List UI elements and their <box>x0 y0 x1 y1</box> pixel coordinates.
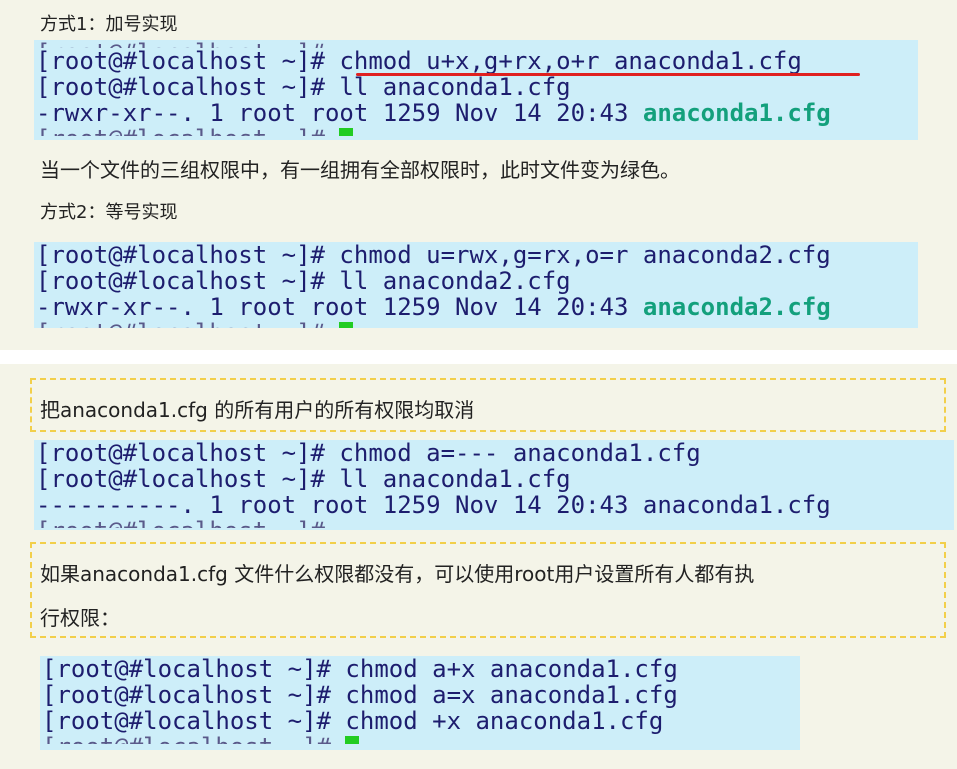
cursor-icon <box>339 128 354 136</box>
note-revoke-text: 把anaconda1.cfg 的所有用户的所有权限均取消 <box>40 398 475 422</box>
terminal-line: [root@#localhost ~]# chmod u=rwx,g=rx,o=… <box>36 242 831 269</box>
terminal-line: -rwxr-xr--. 1 root root 1259 Nov 14 20:4… <box>36 99 831 127</box>
terminal-line: ----------. 1 root root 1259 Nov 14 20:4… <box>36 491 831 519</box>
terminal-line: [root@#localhost ~]# ll anaconda1.cfg <box>36 73 571 101</box>
cursor-icon <box>345 736 360 744</box>
heading-method-1: 方式1：加号实现 <box>40 14 178 35</box>
section-revoke-permissions: 把anaconda1.cfg 的所有用户的所有权限均取消 [root@#loca… <box>0 364 957 769</box>
note-execute-line-1: 如果anaconda1.cfg 文件什么权限都没有，可以使用root用户设置所有… <box>40 562 755 586</box>
terminal-block-2: [root@#localhost ~]# chmod u=rwx,g=rx,o=… <box>34 242 918 328</box>
terminal-block-3: [root@#localhost ~]# chmod a=--- anacond… <box>34 440 954 530</box>
heading-method-2: 方式2：等号实现 <box>40 202 178 223</box>
terminal-cut-line-bottom: [root@#localhost ~]# <box>40 734 800 744</box>
green-file-note: 当一个文件的三组权限中，有一组拥有全部权限时，此时文件变为绿色。 <box>40 158 680 182</box>
terminal-line: -rwxr-xr--. 1 root root 1259 Nov 14 20:4… <box>36 293 831 321</box>
terminal-line: [root@#localhost ~]# chmod u+x,g+rx,o+r … <box>36 47 802 75</box>
terminal-cut-line-bottom: [root@#localhost ~]# <box>34 320 918 328</box>
terminal-block-4: [root@#localhost ~]# chmod a+x anaconda1… <box>40 656 800 750</box>
terminal-cut-line-bottom: [root@#localhost ~]# <box>34 126 918 136</box>
terminal-cut-line-bottom: [root@#localhost ~]# <box>34 518 954 528</box>
section-plus-method: 方式1：加号实现 [root@#localhost ~]# [root@#loc… <box>0 0 957 350</box>
cursor-icon <box>339 322 354 328</box>
note-box-revoke: 把anaconda1.cfg 的所有用户的所有权限均取消 <box>30 378 946 432</box>
terminal-line: [root@#localhost ~]# chmod +x anaconda1.… <box>42 707 664 735</box>
terminal-line: [root@#localhost ~]# chmod a=x anaconda1… <box>42 681 678 709</box>
green-filename: anaconda1.cfg <box>642 99 831 127</box>
note-execute-line-2: 行权限： <box>40 606 120 630</box>
note-box-execute: 如果anaconda1.cfg 文件什么权限都没有，可以使用root用户设置所有… <box>30 542 946 638</box>
red-underline-annotation <box>356 73 860 76</box>
terminal-line: [root@#localhost ~]# ll anaconda2.cfg <box>36 267 571 295</box>
terminal-cut-line-top: [root@#localhost ~]# <box>34 40 918 48</box>
terminal-block-1: [root@#localhost ~]# [root@#localhost ~]… <box>34 40 918 140</box>
terminal-line: [root@#localhost ~]# chmod a=--- anacond… <box>36 440 701 467</box>
green-filename: anaconda2.cfg <box>642 293 831 321</box>
terminal-line: [root@#localhost ~]# chmod a+x anaconda1… <box>42 656 678 683</box>
chmod-plus-command: chmod u+x,g+rx,o+r anaconda1.cfg <box>339 47 802 75</box>
terminal-line: [root@#localhost ~]# ll anaconda1.cfg <box>36 465 571 493</box>
